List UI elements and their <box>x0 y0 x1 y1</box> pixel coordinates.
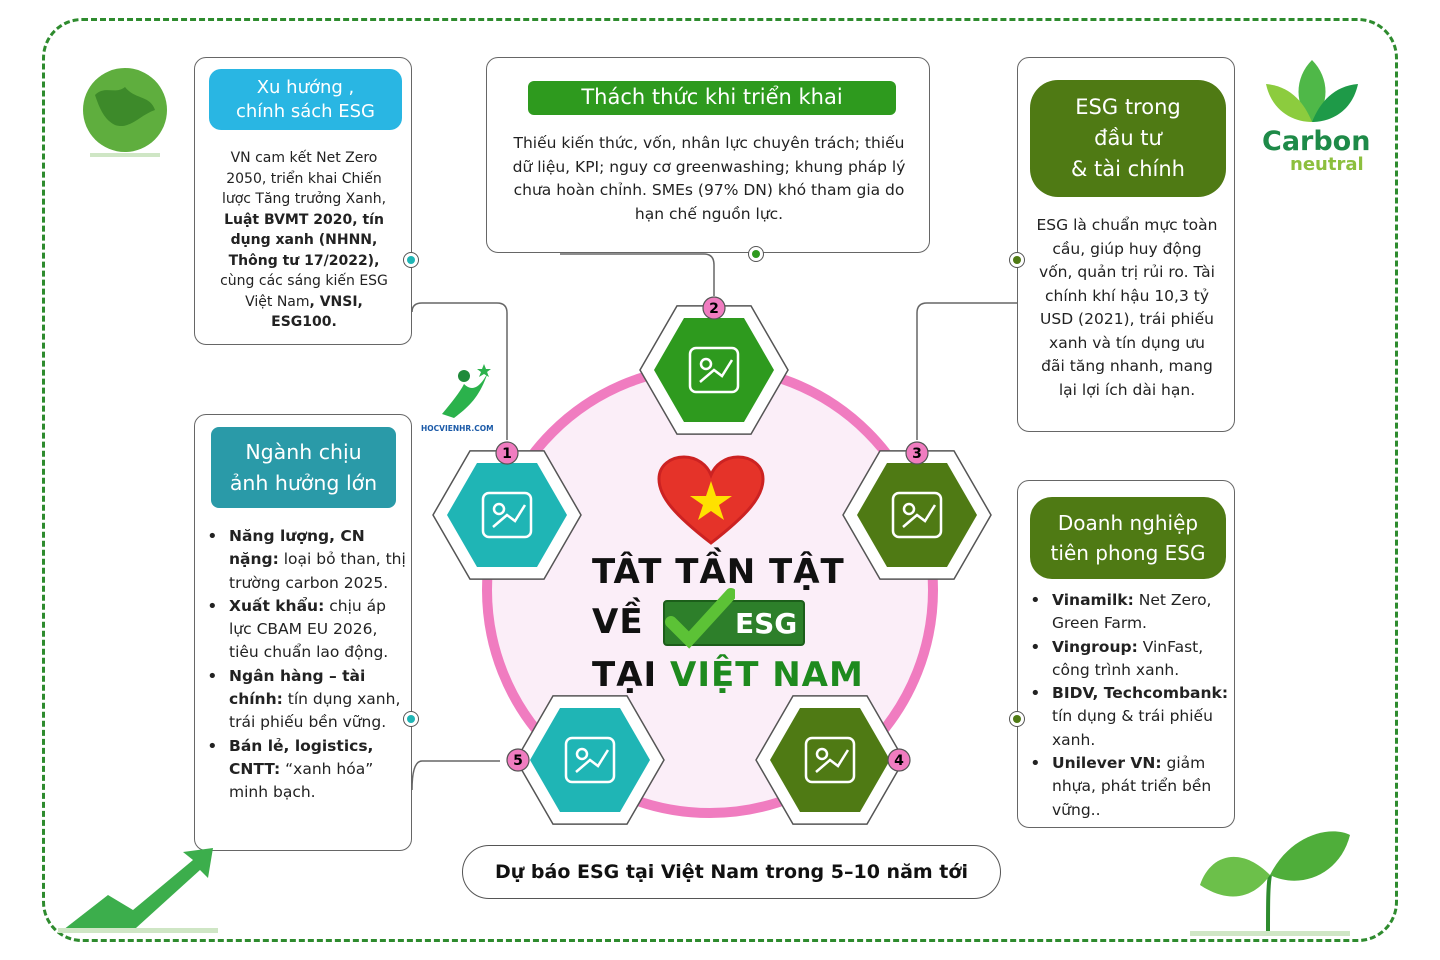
title-tai: TẠI <box>592 655 658 695</box>
industries-card: Ngành chịu ảnh hưởng lớn Năng lượng, CN … <box>194 414 412 851</box>
list-item: Năng lượng, CN nặng: loại bỏ than, thị t… <box>203 525 411 595</box>
item-title: Năng lượng, CN nặng: <box>229 527 365 569</box>
number-badge-text: 5 <box>513 753 523 769</box>
neutral-logo-text: neutral <box>1290 154 1364 175</box>
item-text: tín dụng & trái phiếu xanh. <box>1052 707 1213 749</box>
text-segment: VN cam kết Net Zero 2050, triển khai Chi… <box>221 150 387 207</box>
title-vietnam: VIỆT NAM <box>670 655 864 695</box>
connector-dot <box>403 252 419 268</box>
industries-header: Ngành chịu ảnh hưởng lớn <box>211 427 396 508</box>
item-title: Xuất khẩu: <box>229 596 325 615</box>
connector-dot <box>1009 252 1025 268</box>
industries-list: Năng lượng, CN nặng: loại bỏ than, thị t… <box>203 525 411 805</box>
list-item: Vingroup: VinFast, công trình xanh. <box>1026 636 1234 683</box>
item-title: Ngân hàng – tài chính: <box>229 666 366 709</box>
policy-card: Xu hướng , chính sách ESG VN cam kết Net… <box>194 57 412 345</box>
number-badge <box>905 441 929 465</box>
list-item: Bán lẻ, logistics, CNTT: “xanh hóa” minh… <box>203 735 411 805</box>
title-line-2: VỀ <box>592 602 644 642</box>
finance-card: ESG trong đầu tư & tài chính ESG là chuẩ… <box>1017 57 1235 432</box>
list-item: Ngân hàng – tài chính: tín dụng xanh, tr… <box>203 665 411 735</box>
number-badge <box>495 441 519 465</box>
finance-header-line: đầu tư <box>1094 126 1162 150</box>
plant-sprout-illustration-icon <box>1190 831 1350 936</box>
challenges-card: Thách thức khi triển khai Thiếu kiến thứ… <box>486 57 930 253</box>
number-badge-text: 1 <box>502 446 512 462</box>
pioneers-header-line: Doanh nghiệp <box>1057 511 1199 535</box>
item-text: Net Zero, Green Farm. <box>1052 591 1212 633</box>
industries-header-line: ảnh hưởng lớn <box>229 470 378 495</box>
item-text: tín dụng xanh, trái phiếu bền vững. <box>229 690 401 732</box>
item-text: giảm nhựa, phát triển bền vững.. <box>1052 754 1212 819</box>
item-text: loại bỏ than, thị trường carbon 2025. <box>229 550 406 592</box>
pioneers-header: Doanh nghiệp tiên phong ESG <box>1030 497 1226 579</box>
hexagon-1: 1 <box>432 441 582 580</box>
challenges-body: Thiếu kiến thức, vốn, nhân lực chuyên tr… <box>512 134 906 223</box>
pioneers-header-line: tiên phong ESG <box>1050 541 1206 565</box>
number-badge <box>702 296 726 320</box>
item-text: VinFast, công trình xanh. <box>1052 637 1204 679</box>
esg-badge-text: ESG <box>735 607 798 640</box>
challenges-header: Thách thức khi triển khai <box>528 81 896 115</box>
forecast-pill: Dự báo ESG tại Việt Nam trong 5–10 năm t… <box>462 845 1001 899</box>
bold-segment: Luật BVMT 2020, tín dụng xanh (NHNN, Thô… <box>224 211 384 269</box>
number-badge <box>506 748 530 772</box>
finance-header-line: ESG trong <box>1075 95 1181 119</box>
hexagon-4: 4 <box>755 695 911 825</box>
item-title: Unilever VN: <box>1052 754 1162 773</box>
list-item: Vinamilk: Net Zero, Green Farm. <box>1026 589 1234 636</box>
growth-arrow-illustration-icon <box>58 848 218 933</box>
hocvienhr-logo-icon <box>442 364 491 418</box>
team-stars-icon <box>564 736 616 784</box>
item-title: Vingroup: <box>1052 637 1138 656</box>
policy-body: VN cam kết Net Zero 2050, triển khai Chi… <box>211 148 397 333</box>
connector-lines <box>411 253 1018 791</box>
policy-header: Xu hướng , chính sách ESG <box>209 69 402 130</box>
connector-dot <box>1009 711 1025 727</box>
list-item: Unilever VN: giảm nhựa, phát triển bền v… <box>1026 752 1234 822</box>
text-segment: cùng các sáng kiến ESG Việt Nam <box>220 273 388 310</box>
growth-chart-icon <box>891 491 943 539</box>
hexagon-5: 5 <box>506 695 665 825</box>
presenter-checklist-icon <box>688 346 740 394</box>
esg-badge: ESG <box>663 588 805 649</box>
title-line-3: TẠI VIỆT NAM <box>592 655 864 695</box>
item-title: Vinamilk: <box>1052 591 1134 609</box>
policy-header-line: chính sách ESG <box>235 100 376 122</box>
checkmark-icon <box>665 588 735 649</box>
finance-body: ESG là chuẩn mực toàn cầu, giúp huy động… <box>1036 216 1218 399</box>
hexagon-2: 2 <box>639 296 789 435</box>
number-badge-text: 3 <box>912 446 922 462</box>
item-title: Bán lẻ, logistics, CNTT: <box>229 736 374 778</box>
carbon-neutral-leaf-icon <box>1266 60 1358 122</box>
vietnam-heart-icon <box>657 455 765 545</box>
dashed-frame <box>42 18 1398 942</box>
list-item: BIDV, Techcombank: tín dụng & trái phiếu… <box>1026 682 1234 752</box>
finance-header-line: & tài chính <box>1071 157 1185 181</box>
hocvienhr-logo-text: HOCVIENHR.COM <box>421 424 494 433</box>
list-item: Xuất khẩu: chịu áp lực CBAM EU 2026, tiê… <box>203 595 411 665</box>
item-text: chịu áp lực CBAM EU 2026, tiêu chuẩn lao… <box>229 596 389 662</box>
finance-header: ESG trong đầu tư & tài chính <box>1030 80 1226 197</box>
industries-header-line: Ngành chịu <box>245 439 362 464</box>
hexagon-3: 3 <box>842 441 992 580</box>
connector-dot <box>403 711 419 727</box>
number-badge-text: 4 <box>894 753 904 769</box>
roadmap-icon <box>481 491 533 539</box>
number-badge <box>887 748 911 772</box>
number-badge-text: 2 <box>709 301 719 317</box>
pioneers-list: Vinamilk: Net Zero, Green Farm. Vingroup… <box>1026 589 1234 822</box>
item-text: “xanh hóa” minh bạch. <box>229 759 374 802</box>
item-title: BIDV, Techcombank: <box>1052 684 1229 703</box>
bold-segment: , VNSI, ESG100. <box>271 293 363 331</box>
policy-header-line: Xu hướng , <box>256 77 355 99</box>
title-line-1: TÂT TẦN TẬT <box>592 552 845 592</box>
gauge-gear-icon <box>804 736 856 784</box>
connector-dot <box>748 246 764 262</box>
earth-globe-icon <box>83 68 167 157</box>
pioneers-card: Doanh nghiệp tiên phong ESG Vinamilk: Ne… <box>1017 480 1235 828</box>
carbon-logo-text: Carbon <box>1262 126 1371 157</box>
